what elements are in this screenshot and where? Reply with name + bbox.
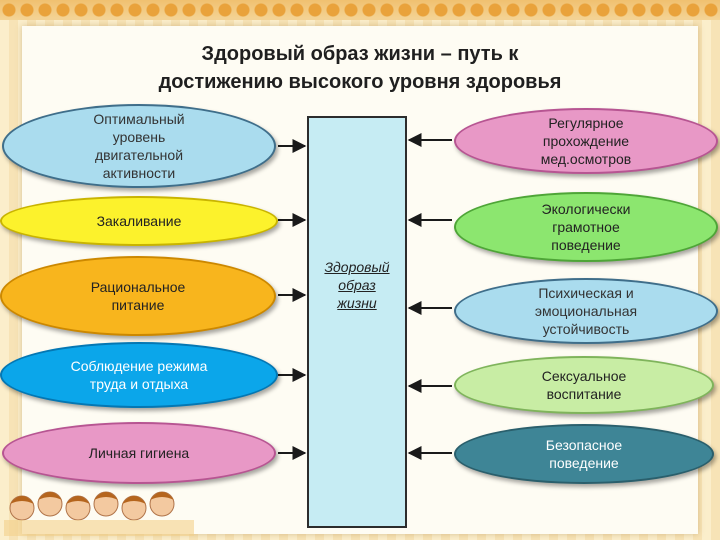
left-oval-3-line-1: Рациональное (90, 279, 186, 295)
children-decoration (4, 491, 194, 536)
center-box (307, 116, 407, 528)
right-oval-2-line-1: Экологически (541, 201, 631, 217)
right-oval-4-line-1: Сексуальное (541, 368, 627, 384)
right-oval-medical-checkups: Регулярное прохождение мед.осмотров (454, 108, 718, 174)
right-oval-5-line-2: поведение (549, 455, 619, 471)
title-line-2: достижению высокого уровня здоровья (158, 71, 562, 93)
left-oval-5-line-1: Личная гигиена (88, 445, 190, 461)
right-oval-3-line-2: эмоциональная (534, 303, 638, 319)
left-oval-4-line-2: труда и отдыха (89, 376, 189, 392)
left-oval-2-line-1: Закаливание (96, 213, 182, 229)
right-oval-sex-education: Сексуальное воспитание (454, 356, 714, 414)
right-oval-2-line-2: грамотное (552, 219, 620, 235)
center-label-line-1: Здоровый (324, 259, 390, 275)
center-label-line-2: образ (338, 277, 376, 293)
center-label-line-3: жизни (337, 295, 377, 311)
right-oval-emotional-stability: Психическая и эмоциональная устойчивость (454, 278, 718, 344)
left-oval-1-line-2: уровень (112, 129, 166, 145)
left-oval-hygiene: Личная гигиена (2, 422, 276, 484)
right-oval-3-line-3: устойчивость (542, 321, 630, 337)
left-oval-4-line-1: Соблюдение режима (70, 358, 208, 374)
right-oval-2-line-3: поведение (551, 237, 621, 253)
left-oval-3-line-2: питание (111, 297, 165, 313)
left-oval-motor-activity: Оптимальный уровень двигательной активно… (2, 104, 276, 188)
right-oval-safe-behavior: Безопасное поведение (454, 424, 714, 484)
left-oval-1-line-4: активности (102, 165, 176, 181)
left-oval-1-line-3: двигательной (94, 147, 184, 163)
right-oval-4-line-2: воспитание (546, 386, 622, 402)
slide-title: Здоровый образ жизни – путь к достижению… (60, 40, 660, 96)
decorative-top-border (0, 0, 720, 20)
left-oval-1-line-1: Оптимальный (93, 111, 185, 127)
title-line-1: Здоровый образ жизни – путь к (201, 43, 519, 65)
right-oval-5-line-1: Безопасное (545, 437, 623, 453)
left-oval-work-rest: Соблюдение режима труда и отдыха (0, 342, 278, 408)
right-oval-ecological-behavior: Экологически грамотное поведение (454, 192, 718, 262)
left-oval-nutrition: Рациональное питание (0, 256, 276, 336)
right-oval-1-line-3: мед.осмотров (540, 151, 632, 167)
center-label: Здоровый образ жизни (309, 258, 405, 312)
right-oval-1-line-2: прохождение (542, 133, 630, 149)
right-oval-3-line-1: Психическая и (538, 285, 634, 301)
left-oval-hardening: Закаливание (0, 196, 278, 246)
right-oval-1-line-1: Регулярное (548, 115, 624, 131)
